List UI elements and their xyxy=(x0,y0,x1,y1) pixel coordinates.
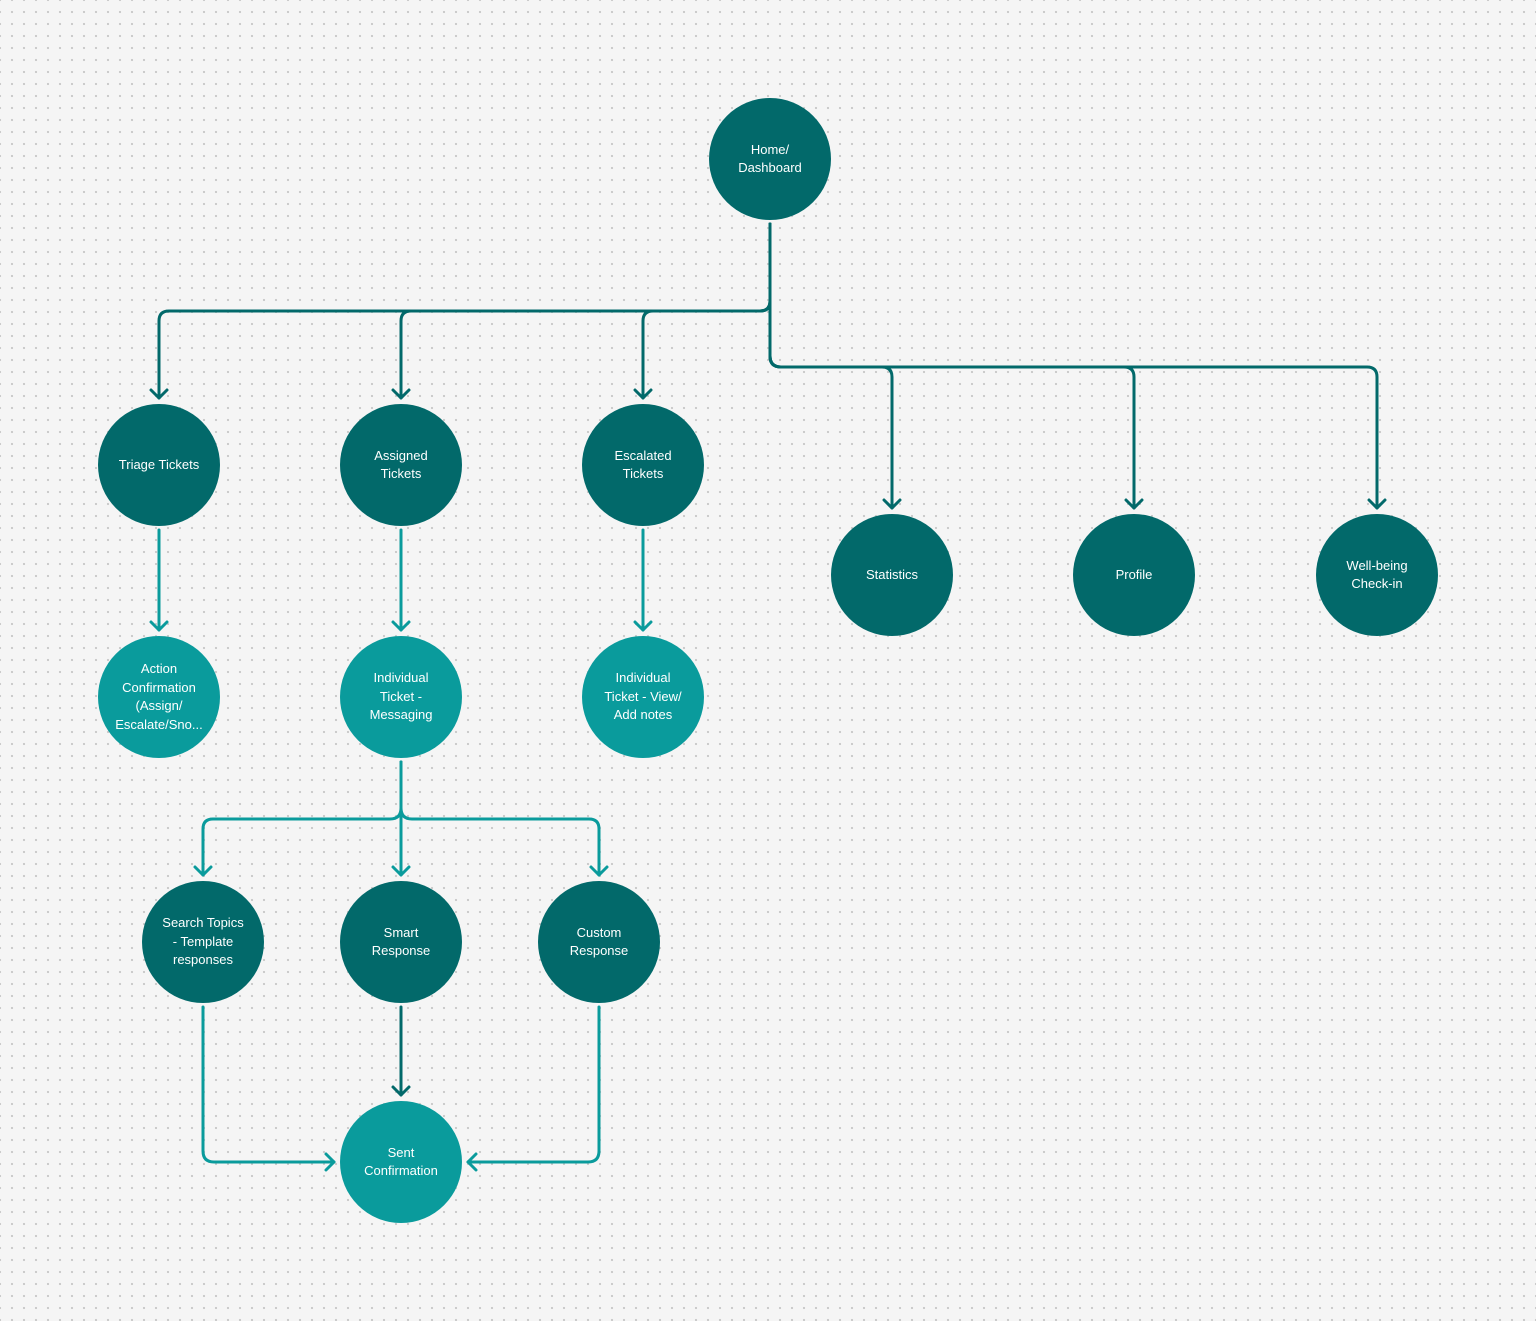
node-statistics[interactable]: Statistics xyxy=(831,514,953,636)
node-label: Escalated Tickets xyxy=(614,447,672,482)
node-label: Individual Ticket - View/ Add notes xyxy=(604,670,682,723)
node-sent-confirmation[interactable]: Sent Confirmation xyxy=(340,1101,462,1223)
arrowhead-icon xyxy=(391,865,411,877)
node-label: Well-being Check-in xyxy=(1346,557,1408,592)
node-label: Smart Response xyxy=(371,924,431,959)
node-individual-ticket-view-notes[interactable]: Individual Ticket - View/ Add notes xyxy=(582,636,704,758)
node-triage-tickets[interactable]: Triage Tickets xyxy=(98,404,220,526)
connector-custom_response-to-sent_confirmation xyxy=(466,1005,601,1172)
node-home-dashboard[interactable]: Home/ Dashboard xyxy=(709,98,831,220)
arrowhead-icon xyxy=(1367,498,1387,510)
connector-line xyxy=(466,1005,601,1164)
arrowhead-icon xyxy=(391,1085,411,1097)
connector-individual_messaging-to-custom_response xyxy=(399,760,609,877)
arrowhead-icon xyxy=(633,620,653,632)
arrowhead-icon xyxy=(466,1152,478,1172)
node-smart-response[interactable]: Smart Response xyxy=(340,881,462,1003)
node-custom-response[interactable]: Custom Response xyxy=(538,881,660,1003)
node-label: Sent Confirmation xyxy=(364,1144,438,1179)
connector-home-to-escalated xyxy=(633,222,772,400)
connector-individual_messaging-to-search_topics xyxy=(193,760,403,877)
connector-line xyxy=(641,222,772,400)
connector-line xyxy=(399,760,601,877)
node-profile[interactable]: Profile xyxy=(1073,514,1195,636)
connector-triage-to-action_confirmation xyxy=(149,528,169,632)
arrowhead-icon xyxy=(391,388,411,400)
node-label: Custom Response xyxy=(569,924,629,959)
connector-line xyxy=(201,1005,336,1164)
arrowhead-icon xyxy=(193,865,213,877)
node-label: Search Topics - Template responses xyxy=(162,915,244,968)
node-wellbeing-checkin[interactable]: Well-being Check-in xyxy=(1316,514,1438,636)
arrowhead-icon xyxy=(149,620,169,632)
arrowhead-icon xyxy=(589,865,609,877)
node-individual-ticket-messaging[interactable]: Individual Ticket - Messaging xyxy=(340,636,462,758)
node-label: Profile xyxy=(1115,566,1153,582)
node-search-topics[interactable]: Search Topics - Template responses xyxy=(142,881,264,1003)
connector-home-to-wellbeing xyxy=(768,222,1387,510)
connector-smart_response-to-sent_confirmation xyxy=(391,1005,411,1097)
arrowhead-icon xyxy=(633,388,653,400)
node-label: Statistics xyxy=(865,566,918,582)
node-label: Home/ Dashboard xyxy=(738,141,802,176)
node-action-confirmation[interactable]: Action Confirmation (Assign/ Escalate/Sn… xyxy=(98,636,220,758)
node-label: Triage Tickets xyxy=(118,456,200,472)
connector-line xyxy=(201,760,403,877)
node-escalated-tickets[interactable]: Escalated Tickets xyxy=(582,404,704,526)
node-label: Action Confirmation (Assign/ Escalate/Sn… xyxy=(115,661,203,732)
connector-assigned-to-individual_messaging xyxy=(391,528,411,632)
arrowhead-icon xyxy=(391,620,411,632)
connector-search_topics-to-sent_confirmation xyxy=(201,1005,336,1172)
arrowhead-icon xyxy=(1124,498,1144,510)
node-label: Assigned Tickets xyxy=(374,447,428,482)
node-assigned-tickets[interactable]: Assigned Tickets xyxy=(340,404,462,526)
connector-line xyxy=(768,222,1379,510)
connector-escalated-to-individual_view xyxy=(633,528,653,632)
arrowhead-icon xyxy=(324,1152,336,1172)
arrowhead-icon xyxy=(882,498,902,510)
arrowhead-icon xyxy=(149,388,169,400)
node-label: Individual Ticket - Messaging xyxy=(369,670,433,723)
